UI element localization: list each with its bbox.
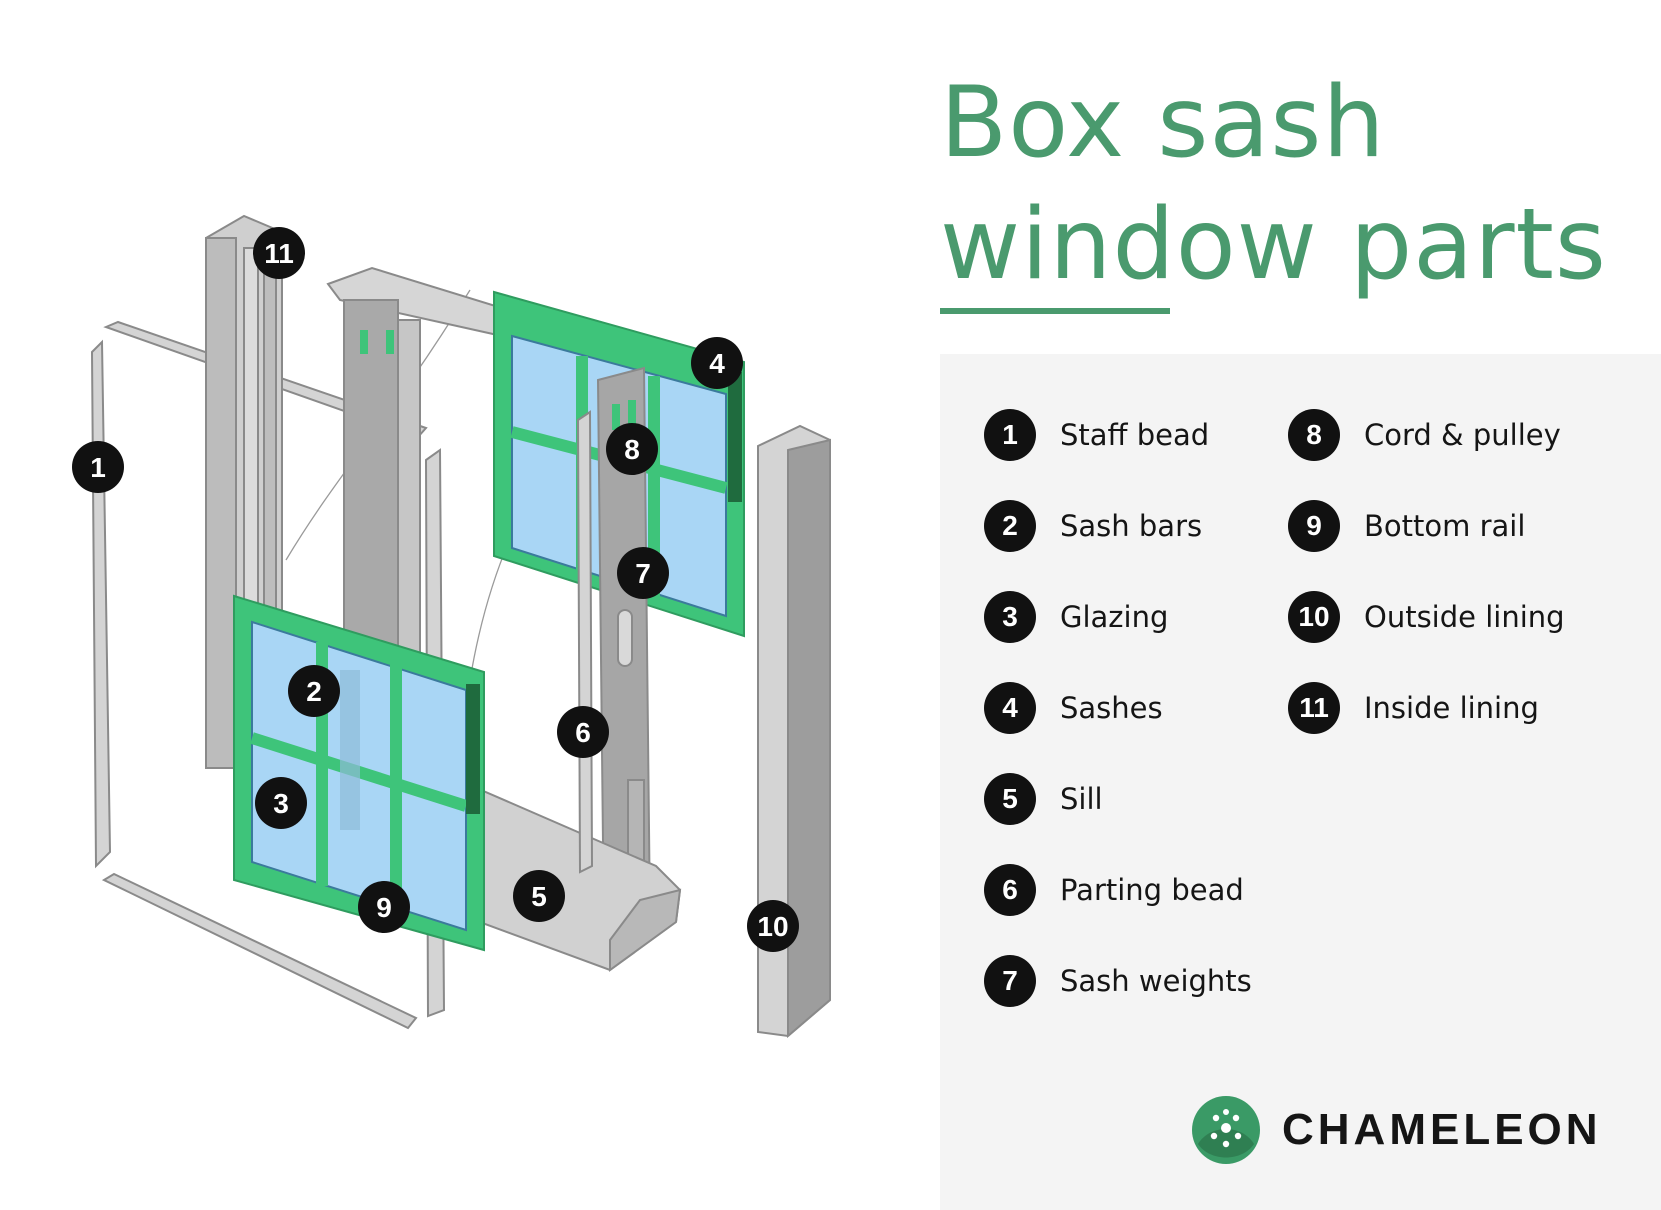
- legend-item-sash-weights: 7 Sash weights: [984, 954, 1252, 1008]
- legend-item-glazing: 3 Glazing: [984, 590, 1168, 644]
- svg-text:3: 3: [273, 788, 289, 819]
- svg-text:2: 2: [306, 676, 322, 707]
- legend-number: 3: [984, 591, 1036, 643]
- legend-number: 4: [984, 682, 1036, 734]
- staff-bead-bottom: [101, 872, 418, 1030]
- legend-label: Staff bead: [1060, 418, 1210, 452]
- parting-bead: [576, 410, 594, 874]
- callout-8: 8: [606, 423, 658, 475]
- title-line-2: window parts: [940, 188, 1607, 302]
- legend-item-bottom-rail: 9 Bottom rail: [1288, 499, 1525, 553]
- lower-sash: [233, 594, 485, 952]
- legend-number: 6: [984, 864, 1036, 916]
- callout-10: 10: [747, 900, 799, 952]
- callout-4: 4: [691, 337, 743, 389]
- callout-9: 9: [358, 881, 410, 933]
- legend-label: Bottom rail: [1364, 509, 1526, 543]
- legend-number: 11: [1288, 682, 1340, 734]
- legend-label: Sashes: [1060, 691, 1163, 725]
- svg-text:9: 9: [376, 892, 392, 923]
- legend-number: 9: [1288, 500, 1340, 552]
- outside-lining: [757, 424, 831, 1039]
- callout-3: 3: [255, 777, 307, 829]
- svg-text:5: 5: [531, 881, 547, 912]
- legend-item-inside-lining: 11 Inside lining: [1288, 681, 1539, 735]
- legend-number: 5: [984, 773, 1036, 825]
- svg-text:4: 4: [709, 348, 725, 379]
- legend-number: 1: [984, 409, 1036, 461]
- callout-5: 5: [513, 870, 565, 922]
- callout-2: 2: [288, 665, 340, 717]
- window-exploded-diagram: 1 11 4 8 7 2 6 3 5 9 10: [72, 214, 831, 1039]
- legend-item-cord-pulley: 8 Cord & pulley: [1288, 408, 1561, 462]
- legend-item-sashes: 4 Sashes: [984, 681, 1163, 735]
- page-title: Box sash window parts: [940, 62, 1607, 306]
- callout-1: 1: [72, 441, 124, 493]
- legend-number: 7: [984, 955, 1036, 1007]
- callout-11: 11: [253, 227, 305, 279]
- legend-label: Sash weights: [1060, 964, 1252, 998]
- legend-label: Parting bead: [1060, 873, 1244, 907]
- legend-number: 2: [984, 500, 1036, 552]
- legend-number: 10: [1288, 591, 1340, 643]
- legend-item-sill: 5 Sill: [984, 772, 1103, 826]
- legend-label: Outside lining: [1364, 600, 1565, 634]
- legend-item-sash-bars: 2 Sash bars: [984, 499, 1202, 553]
- svg-text:8: 8: [624, 434, 640, 465]
- title-underline: [940, 308, 1170, 314]
- svg-text:10: 10: [757, 911, 788, 942]
- brand-logo: CHAMELEON: [1190, 1094, 1602, 1166]
- callout-6: 6: [557, 706, 609, 758]
- brand-name: CHAMELEON: [1282, 1105, 1602, 1154]
- legend-label: Glazing: [1060, 600, 1169, 634]
- svg-text:11: 11: [264, 238, 294, 269]
- svg-text:1: 1: [90, 452, 106, 483]
- legend-number: 8: [1288, 409, 1340, 461]
- legend-label: Inside lining: [1364, 691, 1539, 725]
- legend-label: Sash bars: [1060, 509, 1203, 543]
- svg-text:7: 7: [635, 558, 651, 589]
- pulley-stile-right: [596, 366, 652, 938]
- staff-bead-left: [90, 339, 112, 869]
- legend-item-staff-bead: 1 Staff bead: [984, 408, 1209, 462]
- legend-panel: 1 Staff bead 2 Sash bars 3 Glazing 4 Sas…: [940, 354, 1661, 1210]
- legend-item-parting-bead: 6 Parting bead: [984, 863, 1244, 917]
- title-line-1: Box sash: [940, 66, 1386, 180]
- svg-text:6: 6: [575, 717, 591, 748]
- legend-label: Cord & pulley: [1364, 418, 1561, 452]
- legend-label: Sill: [1060, 782, 1103, 816]
- legend-item-outside-lining: 10 Outside lining: [1288, 590, 1565, 644]
- callout-7: 7: [617, 547, 669, 599]
- chameleon-logo-icon: [1192, 1096, 1260, 1164]
